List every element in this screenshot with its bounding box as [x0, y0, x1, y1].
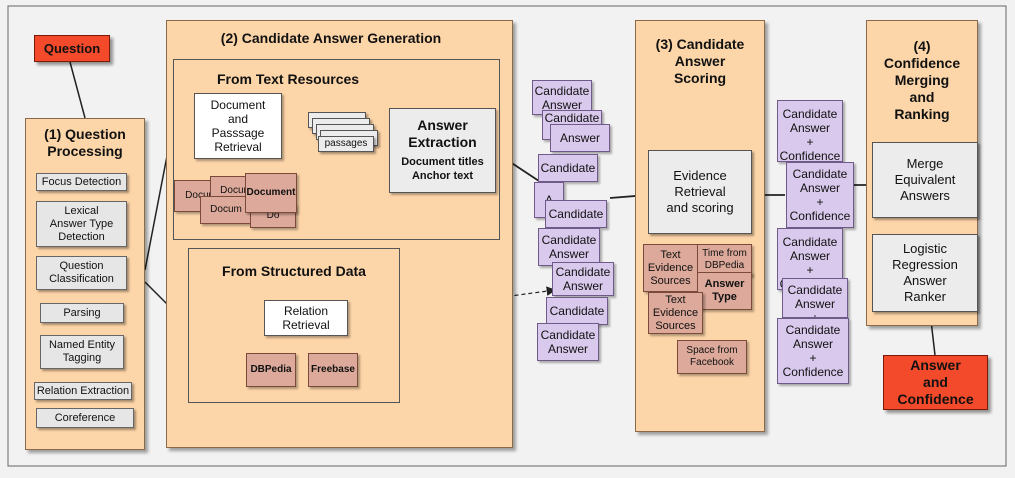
qp-named-entity-tagging: Named Entity Tagging — [40, 335, 124, 369]
candidate-answer-7: Candidate Answer — [538, 228, 600, 266]
candidate-confidence-1: Candidate Answer + Confidence — [777, 100, 843, 162]
qp-coreference: Coreference — [36, 408, 134, 428]
qp-parsing: Parsing — [40, 303, 124, 323]
answer-extraction-sub: Document titles Anchor text — [401, 156, 484, 182]
candidate-answer-scoring-title: (3) Candidate Answer Scoring — [655, 36, 745, 86]
candidate-answer-9: Candidate — [546, 297, 608, 325]
qp-lexical-answer-type: Lexical Answer Type Detection — [36, 201, 127, 247]
candidate-answer-6: Candidate — [545, 200, 607, 228]
logistic-regression-ranker: Logistic Regression Answer Ranker — [872, 234, 978, 312]
merge-equivalent-answers: Merge Equivalent Answers — [872, 142, 978, 218]
structured-data-box — [188, 248, 400, 403]
answer-extraction-title: Answer Extraction — [408, 117, 477, 150]
passages-card: passages — [318, 136, 374, 152]
relation-retrieval: Relation Retrieval — [264, 300, 348, 336]
freebase-source: Freebase — [308, 353, 358, 387]
text-evidence-sources-1: Text Evidence Sources — [643, 244, 698, 292]
candidate-answer-4: Candidate — [538, 154, 598, 182]
question-processing-title: (1) Question Processing — [44, 126, 126, 159]
qp-relation-extraction: Relation Extraction — [34, 382, 132, 400]
question-connector — [69, 61, 86, 119]
candidate-answer-generation-title: (2) Candidate Answer Generation — [220, 30, 442, 46]
document-passage-retrieval: Document and Passsage Retrieval — [194, 93, 282, 159]
candidate-confidence-5: Candidate Answer + Confidence — [777, 318, 849, 384]
qp-focus-detection: Focus Detection — [36, 173, 127, 191]
text-resources-title: From Text Resources — [216, 71, 360, 87]
dbpedia-source: DBPedia — [246, 353, 296, 387]
text-evidence-sources-2: Text Evidence Sources — [648, 292, 703, 334]
candidate-answer-1: Candidate Answer — [532, 80, 592, 115]
text-resources-box — [173, 59, 500, 240]
candidate-confidence-4: Candidate Answer + Confidence — [782, 278, 848, 318]
candidate-answer-10: Candidate Answer — [537, 323, 599, 361]
space-from-facebook: Space from Facebook — [677, 340, 747, 374]
document-3: Document — [245, 173, 297, 213]
answer-type: Answer Type — [697, 272, 752, 310]
answer-extraction: Answer Extraction Document titles Anchor… — [389, 108, 496, 193]
candidate-answer-8: Candidate Answer — [552, 262, 614, 296]
outer-frame — [7, 5, 1007, 467]
answer-confidence-node: Answer and Confidence — [883, 355, 988, 410]
question-label: Question — [43, 41, 101, 56]
confidence-merging-title: (4) Confidence Merging and Ranking — [883, 38, 961, 122]
structured-data-title: From Structured Data — [222, 263, 366, 279]
candidate-confidence-2: Candidate Answer + Confidence — [786, 162, 854, 228]
candidate-answer-3: Answer — [550, 124, 610, 152]
question-node: Question — [34, 35, 110, 62]
evidence-retrieval-scoring: Evidence Retrieval and scoring — [648, 150, 752, 234]
document-4: Docum — [200, 196, 252, 224]
qp-question-classification: Question Classification — [36, 256, 127, 290]
